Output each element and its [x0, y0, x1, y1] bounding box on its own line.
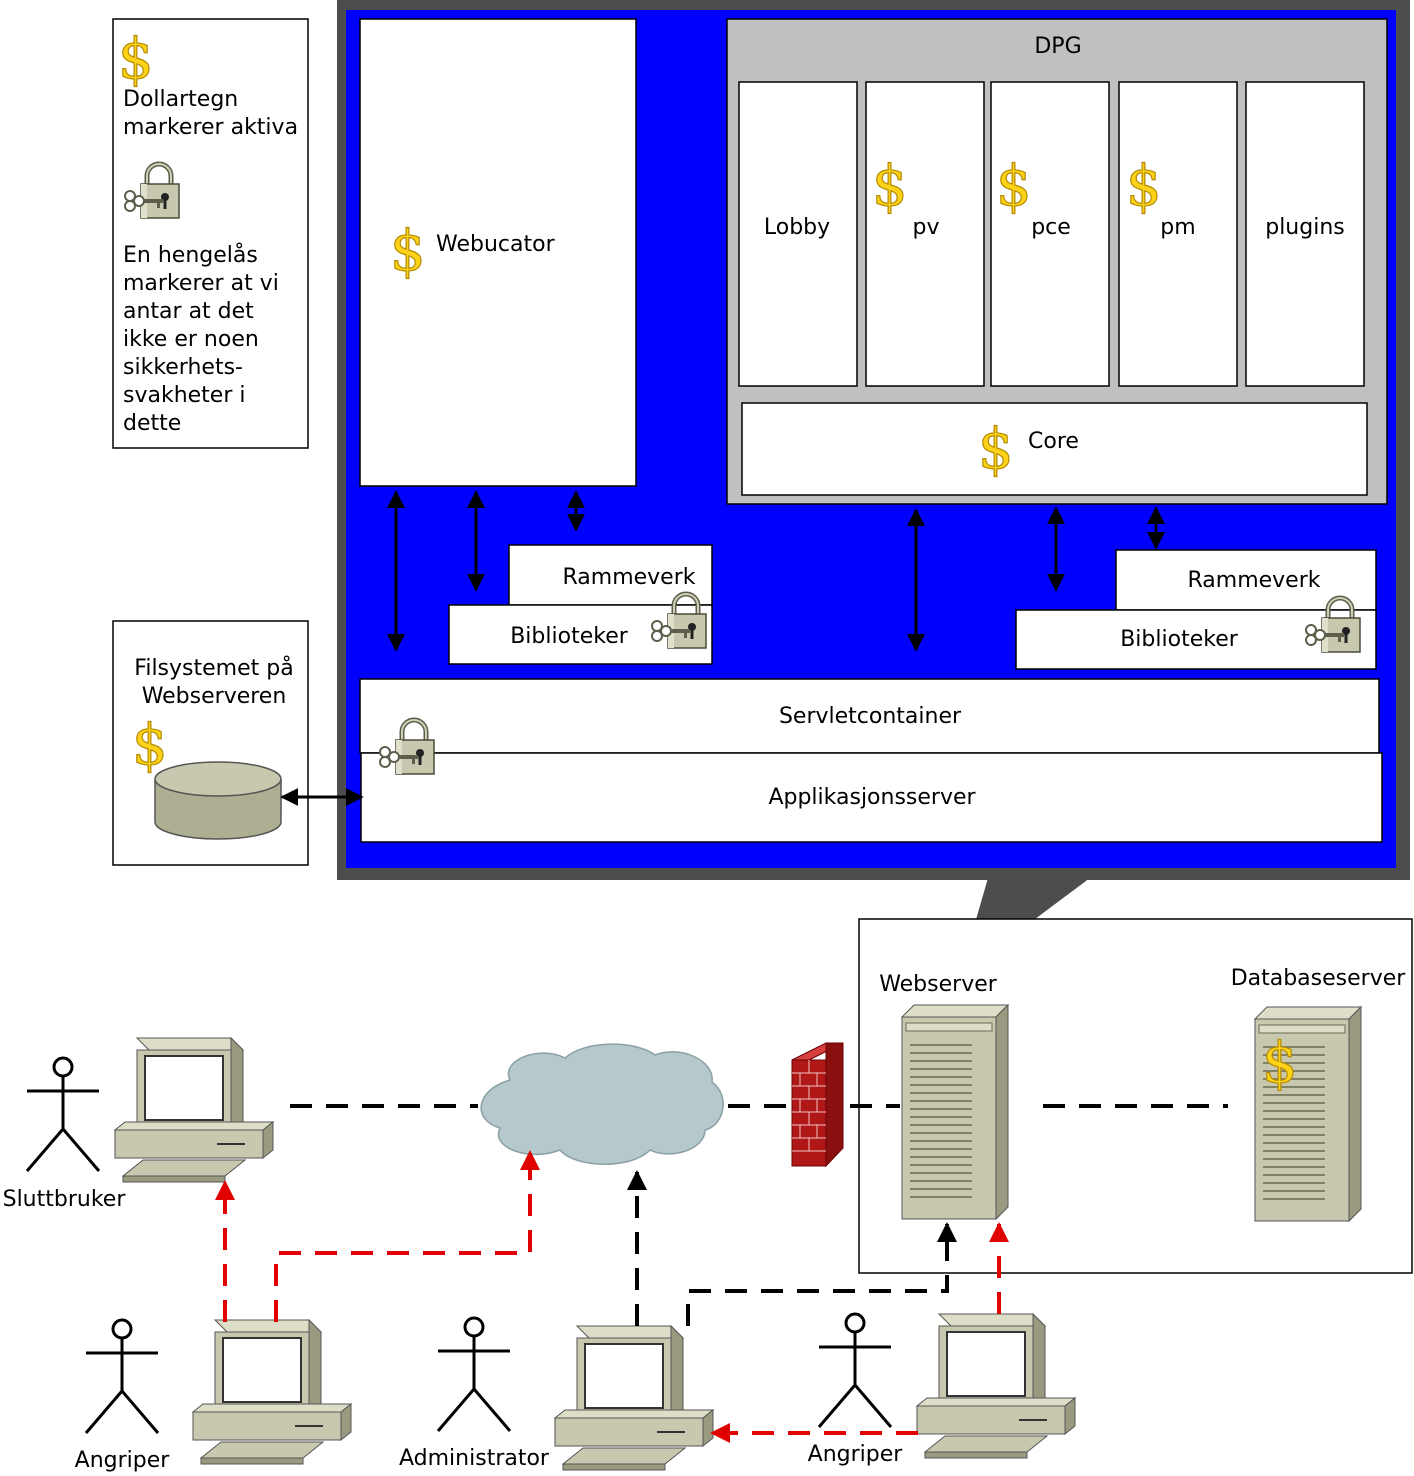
legend-lock-line: En hengelås [123, 242, 258, 268]
servlet-container-label: Servletcontainer [779, 704, 962, 729]
dpg-module-label: Lobby [764, 215, 830, 240]
legend-lock-line: markerer at vi [123, 271, 279, 296]
framework-label-left: Rammeverk [562, 565, 695, 590]
admin-access-links [627, 1170, 957, 1326]
end-user-label: Sluttbruker [3, 1187, 127, 1212]
actor-icon [25, 1056, 101, 1173]
computer-icon [916, 1313, 1076, 1459]
legend-lock-line: svakheter i [123, 383, 246, 408]
actor-icon [436, 1316, 512, 1433]
attack-links [215, 1150, 1009, 1443]
cloud-icon [480, 1043, 724, 1165]
legend-dollar-line: markerer aktiva [123, 115, 298, 140]
app-server-box [360, 752, 1383, 843]
administrator-label: Administrator [399, 1446, 550, 1471]
dpg-module [865, 81, 985, 387]
legend-lock-line: dette [123, 411, 181, 436]
legend-dollar-line: Dollartegn [123, 87, 238, 112]
dpg-module [1118, 81, 1238, 387]
internal-arrows [280, 490, 1165, 806]
servlet-container-box [359, 678, 1380, 754]
legend-lock-line: sikkerhets- [123, 355, 243, 380]
webucator-label: Webucator [436, 232, 556, 257]
legend-lock-line: ikke er noen [123, 327, 259, 352]
dpg-module-label: pv [913, 215, 940, 240]
filesystem-label: Webserveren [142, 684, 287, 709]
filesystem-label: Filsystemet på [134, 655, 293, 681]
legend-lock-line: antar at det [123, 299, 254, 324]
attacker-right-label: Angriper [808, 1442, 904, 1467]
dpg-module-label: pce [1031, 215, 1071, 240]
server-icon [901, 1004, 1009, 1220]
core-label: Core [1028, 429, 1079, 454]
disk-icon [154, 761, 282, 840]
dpg-module [738, 81, 858, 387]
computer-icon [554, 1325, 714, 1471]
actor-icon [817, 1312, 893, 1429]
framework-label-right: Rammeverk [1187, 568, 1320, 593]
dpg-module [1245, 81, 1365, 387]
dpg-module-label: plugins [1265, 215, 1345, 240]
dollar-icon [117, 26, 155, 93]
webserver-label: Webserver [879, 972, 998, 997]
computer-icon [114, 1037, 274, 1183]
dollar-icon [871, 153, 909, 220]
firewall-icon [791, 1042, 844, 1168]
dollar-icon [131, 712, 169, 779]
app-server-label: Applikasjonsserver [768, 785, 976, 810]
libraries-label-left: Biblioteker [510, 624, 629, 649]
dollar-icon [1125, 153, 1163, 220]
dollar-icon [995, 153, 1033, 220]
dollar-icon [389, 218, 427, 285]
actor-icon [84, 1318, 160, 1435]
computer-icon [192, 1319, 352, 1465]
dpg-module [990, 81, 1110, 387]
dpg-module-label: pm [1160, 215, 1195, 240]
dollar-icon [1261, 1030, 1299, 1097]
libraries-label-right: Biblioteker [1120, 627, 1239, 652]
core-box [741, 402, 1368, 496]
database-server-label: Databaseserver [1231, 966, 1407, 991]
dollar-icon [977, 416, 1015, 483]
attacker-left-label: Angriper [75, 1448, 171, 1473]
dpg-title: DPG [1034, 34, 1081, 59]
